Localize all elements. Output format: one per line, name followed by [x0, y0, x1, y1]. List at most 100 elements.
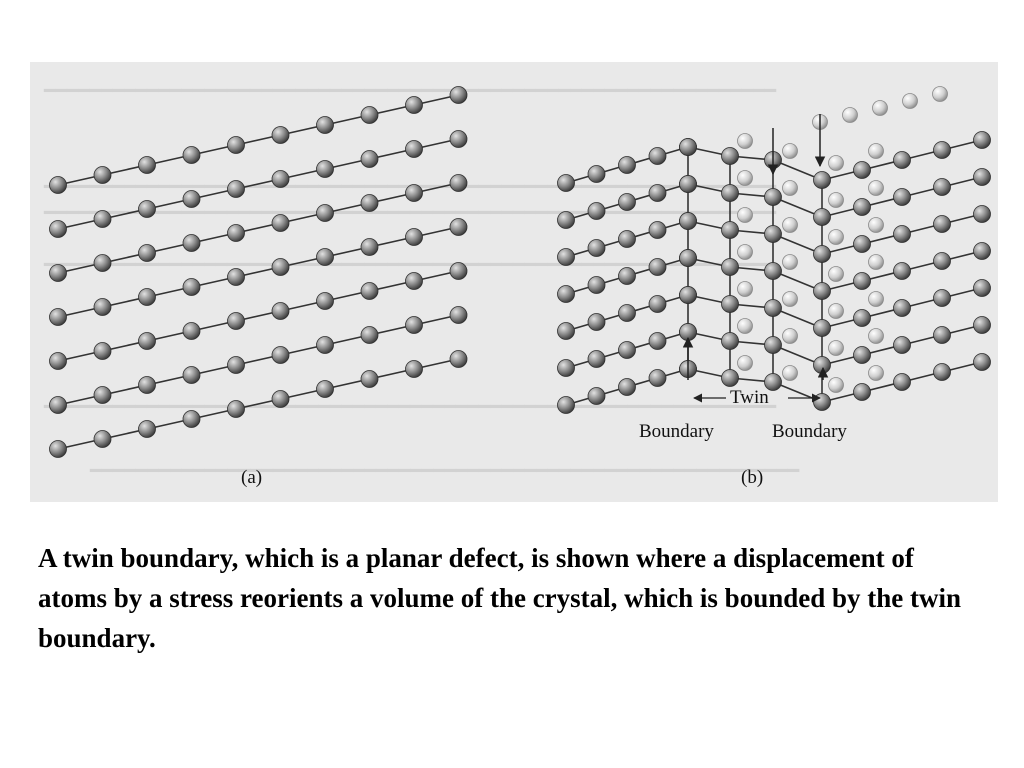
atom	[813, 171, 831, 189]
atom	[933, 141, 951, 159]
atom	[893, 262, 911, 280]
atom	[973, 205, 991, 223]
atom	[557, 322, 575, 340]
right-boundary-label: Boundary	[772, 421, 847, 442]
atom	[138, 156, 156, 174]
atom	[227, 268, 245, 286]
atom	[933, 363, 951, 381]
atom	[933, 252, 951, 270]
atom	[893, 225, 911, 243]
atom	[93, 430, 112, 448]
atom	[648, 258, 667, 276]
atom	[49, 440, 67, 458]
atom	[679, 175, 697, 193]
panel-b-label: (b)	[741, 467, 764, 488]
atom	[933, 215, 951, 233]
atom	[49, 264, 67, 282]
atom	[933, 326, 951, 344]
atom	[648, 295, 667, 313]
twin-atom	[737, 355, 753, 371]
left-boundary-label: Boundary	[639, 421, 714, 442]
atom	[138, 420, 156, 438]
atom	[405, 316, 423, 334]
atom	[813, 319, 831, 337]
twin-atom	[828, 155, 844, 171]
twin-atom	[737, 170, 753, 186]
atom	[271, 390, 290, 408]
atom	[679, 286, 697, 304]
atom	[405, 140, 423, 158]
atom	[316, 248, 334, 266]
atom	[648, 147, 667, 165]
atom	[138, 200, 156, 218]
atom	[316, 336, 334, 354]
atom	[893, 336, 911, 354]
atom	[618, 304, 636, 322]
atom	[182, 234, 201, 252]
twin-atom	[737, 244, 753, 260]
atom	[648, 184, 667, 202]
twin-atom	[782, 143, 798, 159]
twin-atom	[828, 303, 844, 319]
atom	[360, 150, 379, 168]
atom	[587, 165, 606, 183]
boundary-arrows	[682, 114, 829, 403]
twin-atom	[868, 180, 884, 196]
atom	[93, 254, 112, 272]
atom	[764, 262, 782, 280]
atom	[227, 400, 245, 418]
figure-caption: A twin boundary, which is a planar defec…	[38, 543, 962, 653]
atom	[49, 396, 67, 414]
atom	[893, 373, 911, 391]
atom	[618, 267, 636, 285]
twin-atom	[782, 328, 798, 344]
twin-atom	[782, 365, 798, 381]
atom	[618, 156, 636, 174]
atom	[853, 309, 871, 327]
twin-atom	[737, 318, 753, 334]
atom	[587, 313, 606, 331]
atom	[271, 258, 290, 276]
atom	[227, 224, 245, 242]
atom	[587, 202, 606, 220]
atom	[853, 272, 871, 290]
atom	[138, 376, 156, 394]
atom	[679, 212, 697, 230]
atom	[182, 190, 201, 208]
atom	[973, 168, 991, 186]
atom	[271, 170, 290, 188]
twin-atom	[737, 133, 753, 149]
twin-atom	[782, 180, 798, 196]
twin-atom	[828, 192, 844, 208]
atom	[316, 204, 334, 222]
atom	[813, 208, 831, 226]
atom	[138, 332, 156, 350]
atom	[679, 138, 697, 156]
atom	[138, 288, 156, 306]
atom	[973, 316, 991, 334]
twin-atom	[737, 281, 753, 297]
atom	[648, 332, 667, 350]
atom	[449, 174, 468, 192]
atom	[93, 386, 112, 404]
twin-atom	[782, 254, 798, 270]
atom	[227, 180, 245, 198]
twin-atom	[868, 328, 884, 344]
atom	[182, 322, 201, 340]
atom	[764, 373, 782, 391]
atom	[721, 184, 739, 202]
atom	[587, 239, 606, 257]
atom	[449, 350, 468, 368]
atom	[973, 353, 991, 371]
atom	[271, 302, 290, 320]
atom	[360, 194, 379, 212]
twin-atom	[828, 377, 844, 393]
atom	[721, 221, 739, 239]
twin-atom	[842, 107, 858, 123]
atom	[316, 116, 334, 134]
twin-atom	[868, 254, 884, 270]
atom	[316, 292, 334, 310]
atom	[764, 299, 782, 317]
twin-atom	[828, 340, 844, 356]
atom	[618, 193, 636, 211]
